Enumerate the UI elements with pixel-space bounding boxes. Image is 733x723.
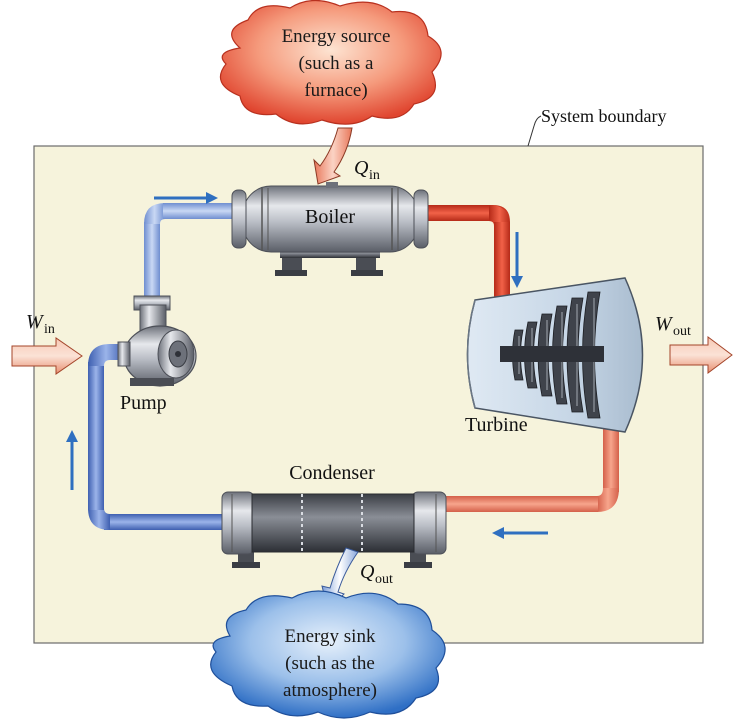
hot-pipe [425,205,510,306]
work-in-subscript: in [44,322,55,337]
feed-pipe [144,203,235,304]
energy-source-line-2: (such as a [299,53,374,74]
work-out-subscript: out [673,324,691,339]
system-boundary-label: System boundary [541,106,667,126]
heat-in-arrow [313,127,353,185]
pump-label: Pump [120,392,167,414]
energy-sink-line-3: atmosphere) [283,680,377,701]
work-out-arrow [669,336,733,374]
flow-arrow-left [492,527,548,539]
boiler: Boiler [231,182,429,276]
heat-in-symbol: Q [354,157,369,179]
work-in-arrow [11,337,83,375]
condenser-label: Condenser [289,462,375,484]
energy-source-cloud: Energy source (such as a furnace) [219,0,442,125]
heat-in-subscript: in [369,168,380,183]
energy-sink-cloud: Energy sink (such as the atmosphere) [210,590,446,719]
flow-arrow-up [66,430,78,490]
turbine-label: Turbine [465,414,528,436]
flow-arrows [66,192,548,539]
flow-arrow-down [511,232,523,288]
energy-sink-line-1: Energy sink [285,626,376,647]
condenser: Condenser [221,462,447,568]
flow-arrow-right [154,192,218,204]
heat-out-subscript: out [375,572,393,587]
boiler-label: Boiler [305,206,355,228]
energy-source-line-3: furnace) [304,80,367,101]
work-in-symbol: W [26,311,45,333]
pump: Pump [117,295,197,414]
turbine: Turbine [465,277,644,436]
heat-out-symbol: Q [360,561,375,583]
energy-sink-line-2: (such as the [285,653,375,674]
warm-pipe [446,420,619,512]
system-boundary-callout: System boundary [527,106,667,147]
energy-source-line-1: Energy source [282,26,391,47]
work-out-symbol: W [655,313,674,335]
cold-pipe [88,344,222,530]
